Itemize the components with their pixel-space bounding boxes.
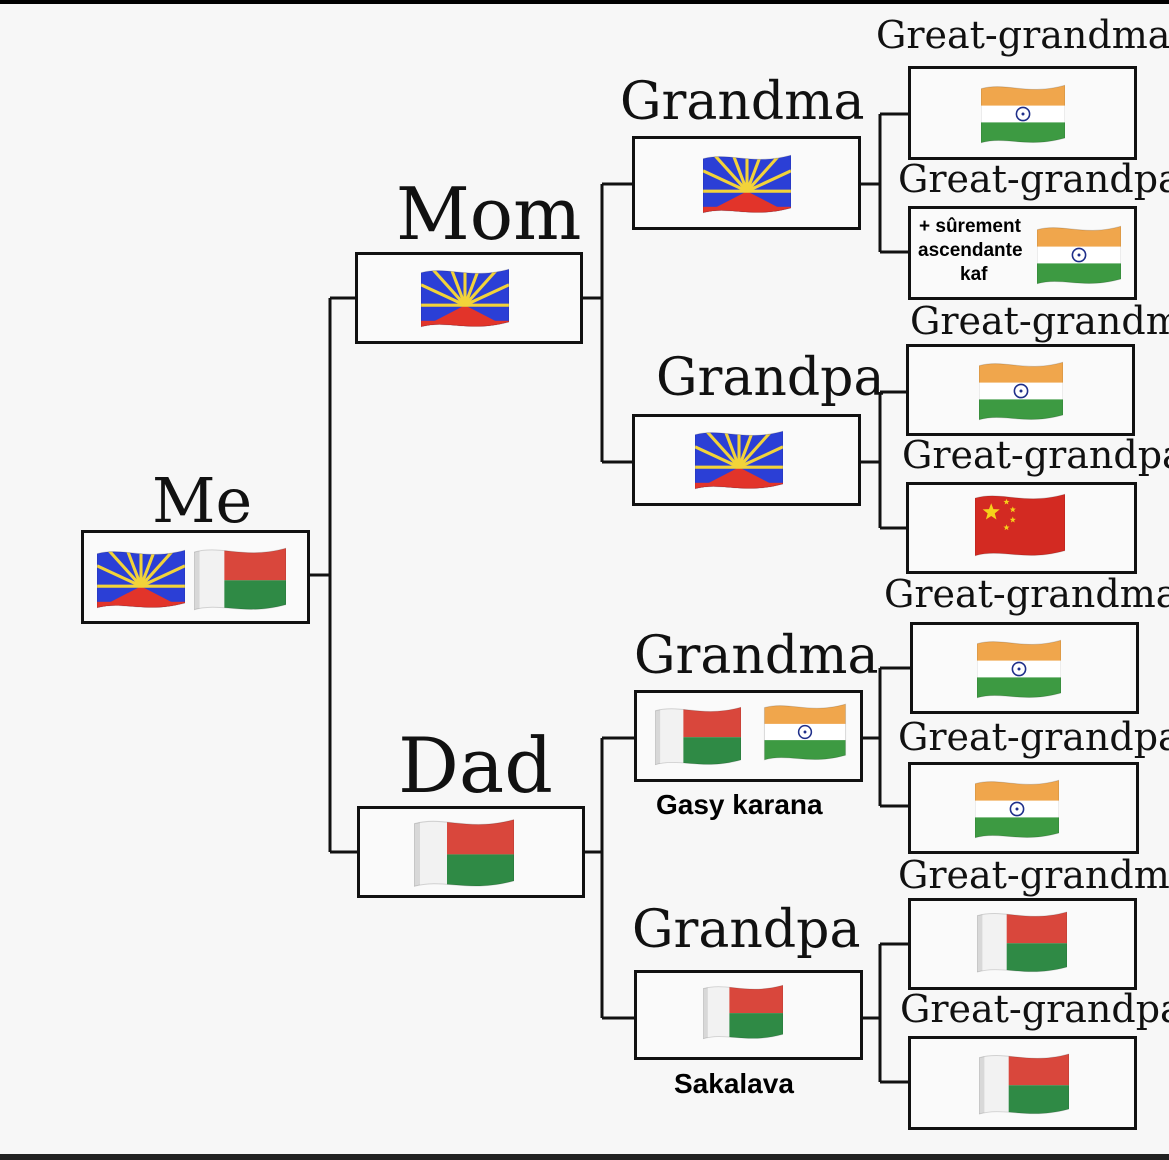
gg2-note-line-3: kaf [960, 264, 988, 285]
gg6-label: Great-grandpa [898, 715, 1169, 759]
dad-grandpa-label: Grandpa [632, 900, 861, 960]
gg7-label: Great-grandma [898, 853, 1169, 897]
bottom-border [0, 1154, 1169, 1160]
top-border [0, 0, 1169, 4]
gg3-box [906, 344, 1135, 436]
dad-grandma-box [634, 690, 863, 782]
gg2-note-line-2: ascendante [918, 240, 1023, 261]
madagascar-flag-icon [414, 819, 514, 887]
mom-grandma-box [632, 136, 861, 230]
madagascar-flag-icon [977, 911, 1067, 973]
india-flag-icon [975, 779, 1059, 839]
dad-grandma-label: Grandma [634, 626, 879, 686]
india-flag-icon [763, 703, 847, 761]
reunion-flag-icon [421, 268, 509, 328]
india-flag-icon [1037, 225, 1121, 285]
mom-label: Mom [396, 172, 582, 256]
dad-grandpa-note: Sakalava [674, 1068, 794, 1099]
gg1-box [908, 66, 1137, 160]
gg5-label: Great-grandma [884, 572, 1169, 616]
me-box [81, 530, 310, 624]
mom-grandpa-label: Grandpa [656, 348, 885, 408]
gg6-box [908, 762, 1139, 854]
gg7-box [908, 898, 1137, 990]
madagascar-flag-icon [979, 1053, 1069, 1115]
gg8-label: Great-grandpa [900, 987, 1169, 1031]
reunion-flag-icon [703, 154, 791, 214]
me-label: Me [152, 464, 253, 537]
gg3-label: Great-grandma [910, 299, 1169, 343]
madagascar-flag-icon [194, 547, 286, 611]
gg4-label: Great-grandpa [902, 433, 1169, 477]
dad-label: Dad [398, 721, 553, 810]
gg8-box [908, 1036, 1137, 1130]
india-flag-icon [979, 361, 1063, 421]
india-flag-icon [981, 84, 1065, 144]
gg5-box [910, 622, 1139, 714]
gg4-box [906, 482, 1137, 574]
gg2-label: Great-grandpa [898, 157, 1169, 201]
dad-grandma-note: Gasy karana [656, 789, 823, 820]
india-flag-icon [977, 639, 1061, 699]
gg1-label: Great-grandma [876, 13, 1169, 57]
gg2-note-line-1: + sûrement [919, 216, 1021, 237]
mom-grandma-label: Grandma [620, 72, 865, 132]
dad-grandpa-box [634, 970, 863, 1060]
madagascar-flag-icon [655, 706, 741, 766]
china-flag-icon [975, 493, 1065, 557]
reunion-flag-icon [695, 430, 783, 490]
dad-box [357, 806, 585, 898]
reunion-flag-icon [97, 549, 185, 609]
mom-grandpa-box [632, 414, 861, 506]
madagascar-flag-icon [703, 984, 783, 1040]
gg2-box: + sûrement ascendante kaf [908, 206, 1137, 300]
mom-box [355, 252, 583, 344]
